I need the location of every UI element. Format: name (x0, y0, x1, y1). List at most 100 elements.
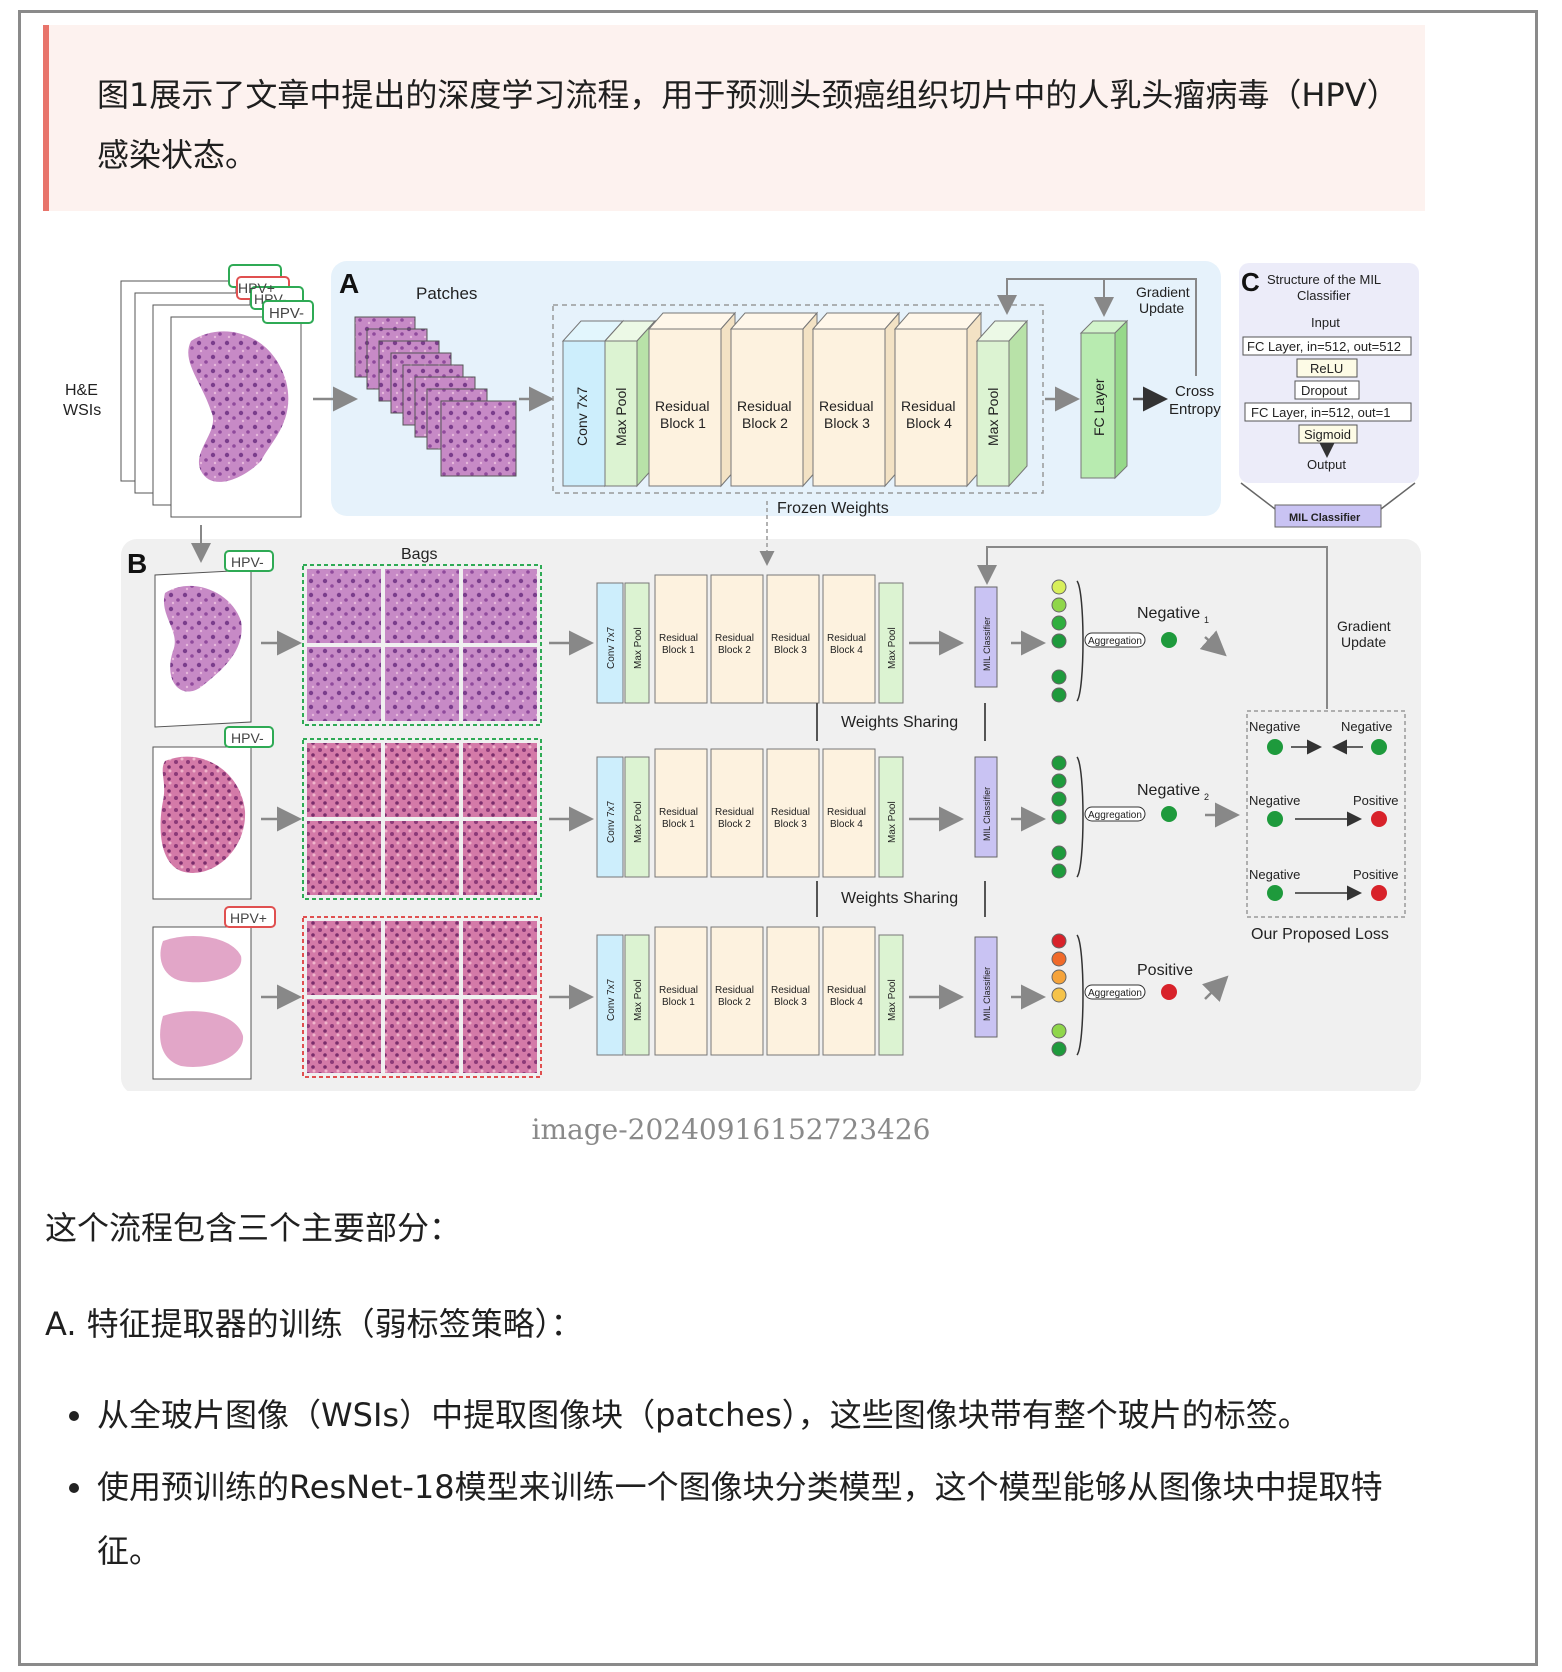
panel-a-label: A (339, 268, 359, 299)
wsi-stack-tag-hpv-neg-2: HPV- (269, 305, 304, 322)
b3-mil: MIL Classifier (982, 967, 992, 1021)
b3-conv: Conv 7x7 (606, 978, 617, 1021)
b1-result-negative: Negative (1137, 605, 1200, 622)
loss-neg1-a: Negative (1249, 719, 1300, 734)
b3-res2b: Block 2 (718, 997, 751, 1008)
b3-res3: Residual (771, 985, 810, 996)
a-res4-line2: Block 4 (906, 415, 952, 431)
b2-conv: Conv 7x7 (606, 800, 617, 843)
fc-layer-label: FC Layer (1091, 378, 1107, 436)
patches-label: Patches (416, 284, 477, 303)
a-res1-line2: Block 1 (660, 415, 706, 431)
b2-result-sub: 2 (1204, 792, 1209, 802)
b3-maxpool2: Max Pool (887, 979, 898, 1021)
score-dots-row2 (1051, 755, 1067, 879)
a-res3-line2: Block 3 (824, 415, 870, 431)
b3-aggregation: Aggregation (1088, 988, 1142, 999)
loss-pos-c: Positive (1353, 867, 1399, 882)
c-dropout: Dropout (1301, 383, 1348, 398)
a-maxpool2-label: Max Pool (985, 388, 1001, 446)
b2-res4b: Block 4 (830, 819, 863, 830)
panel-b-label: B (127, 548, 147, 579)
c-title-line1: Structure of the MIL (1267, 272, 1381, 287)
b1-mil: MIL Classifier (982, 617, 992, 671)
a-conv-label: Conv 7x7 (574, 387, 590, 446)
figure-diagram: A B C HPV+ HPV- HPV- H&E WSIs Patches (63, 261, 1421, 1091)
panel-c-classifier-structure: Structure of the MIL Classifier Input FC… (1240, 272, 1416, 528)
b-row-3: HPV+ (152, 906, 594, 1080)
b-network-row1: Conv 7x7 Max Pool Residual Block 1 Resid… (596, 574, 904, 704)
bullet-text-2: 使用预训练的ResNet-18模型来训练一个图像块分类模型，这个模型能够从图像块… (97, 1468, 1383, 1570)
a-res2-line1: Residual (737, 398, 791, 414)
b2-aggregation: Aggregation (1088, 810, 1142, 821)
wsis-label: WSIs (63, 402, 101, 419)
b3-res4b: Block 4 (830, 997, 863, 1008)
intro-blockquote: 图1展示了文章中提出的深度学习流程，用于预测头颈癌组织切片中的人乳头瘤病毒（HP… (43, 25, 1425, 211)
b2-result-negative: Negative (1137, 782, 1200, 799)
b3-res3b: Block 3 (774, 997, 807, 1008)
b2-res4: Residual (827, 807, 866, 818)
b-network-row2: Conv 7x7 Max Pool Residual Block 1 Resid… (596, 748, 904, 878)
frozen-weights-label: Frozen Weights (777, 500, 889, 517)
a-res2-line2: Block 2 (742, 415, 788, 431)
b1-res4: Residual (827, 633, 866, 644)
b1-aggregation: Aggregation (1088, 636, 1142, 647)
bullet-list: 从全玻片图像（WSIs）中提取图像块（patches），这些图像块带有整个玻片的… (45, 1383, 1445, 1591)
wsi-stack-tag-hpv-pos: HPV+ (238, 280, 275, 296)
b2-maxpool: Max Pool (633, 801, 644, 843)
b2-res1b: Block 1 (662, 819, 695, 830)
loss-neg1-b: Negative (1249, 793, 1300, 808)
b2-mil: MIL Classifier (982, 787, 992, 841)
proposed-loss-box: Negative Negative Negative Positive Nega… (1246, 710, 1406, 918)
b2-maxpool2: Max Pool (887, 801, 898, 843)
a-res4-line1: Residual (901, 398, 955, 414)
he-label: H&E (65, 382, 98, 399)
c-output: Output (1307, 457, 1346, 472)
loss-neg2-c: Negative (1249, 867, 1300, 882)
b-row2-tag: HPV- (231, 730, 264, 746)
paragraph-overview: 这个流程包含三个主要部分： (45, 1209, 462, 1247)
b1-res3b: Block 3 (774, 645, 807, 656)
cross-entropy-line1: Cross (1175, 383, 1214, 400)
mil-classifier-blocks: MIL Classifier MIL Classifier MIL Classi… (909, 586, 1046, 1038)
gradient-update-b-line1: Gradient (1337, 618, 1391, 634)
b2-res2b: Block 2 (718, 819, 751, 830)
b1-res4b: Block 4 (830, 645, 863, 656)
b-network-row3: Conv 7x7 Max Pool Residual Block 1 Resid… (596, 926, 904, 1056)
a-res1-line1: Residual (655, 398, 709, 414)
b1-maxpool: Max Pool (633, 627, 644, 669)
our-proposed-loss-label: Our Proposed Loss (1251, 926, 1389, 943)
b1-res3: Residual (771, 633, 810, 644)
b3-result-positive: Positive (1137, 962, 1193, 979)
b3-res2: Residual (715, 985, 754, 996)
b3-res1b: Block 1 (662, 997, 695, 1008)
c-input: Input (1311, 315, 1340, 330)
c-mil-classifier-box: MIL Classifier (1289, 512, 1361, 524)
b-row1-tag: HPV- (231, 554, 264, 570)
gradient-update-a-line2: Update (1139, 300, 1184, 316)
bags-label: Bags (401, 546, 437, 563)
list-item: 使用预训练的ResNet-18模型来训练一个图像块分类模型，这个模型能够从图像块… (45, 1455, 1445, 1583)
patch-stack (354, 316, 517, 477)
b3-maxpool: Max Pool (633, 979, 644, 1021)
figure-caption: image-20240916152723426 (531, 1113, 931, 1146)
score-dots-row3 (1051, 933, 1067, 1057)
b3-res4: Residual (827, 985, 866, 996)
b1-res1: Residual (659, 633, 698, 644)
c-fc1: FC Layer, in=512, out=512 (1247, 339, 1401, 354)
b1-result-sub: 1 (1204, 615, 1209, 625)
b1-res2: Residual (715, 633, 754, 644)
loss-pos-b: Positive (1353, 793, 1399, 808)
score-dots-row1 (1051, 579, 1067, 703)
b1-conv: Conv 7x7 (606, 626, 617, 669)
intro-text: 图1展示了文章中提出的深度学习流程，用于预测头颈癌组织切片中的人乳头瘤病毒（HP… (97, 76, 1399, 174)
document-frame: 图1展示了文章中提出的深度学习流程，用于预测头颈癌组织切片中的人乳头瘤病毒（HP… (18, 10, 1538, 1666)
loss-neg2-a: Negative (1341, 719, 1392, 734)
b1-res1b: Block 1 (662, 645, 695, 656)
panel-a-network: Conv 7x7 Max Pool Residual Block 1 Resid… (561, 311, 1029, 488)
section-a-heading: A. 特征提取器的训练（弱标签策略）： (45, 1305, 583, 1343)
gradient-update-b-line2: Update (1341, 634, 1386, 650)
a-res3-line1: Residual (819, 398, 873, 414)
c-sigmoid: Sigmoid (1304, 427, 1351, 442)
b-row-1: HPV- (154, 550, 594, 728)
